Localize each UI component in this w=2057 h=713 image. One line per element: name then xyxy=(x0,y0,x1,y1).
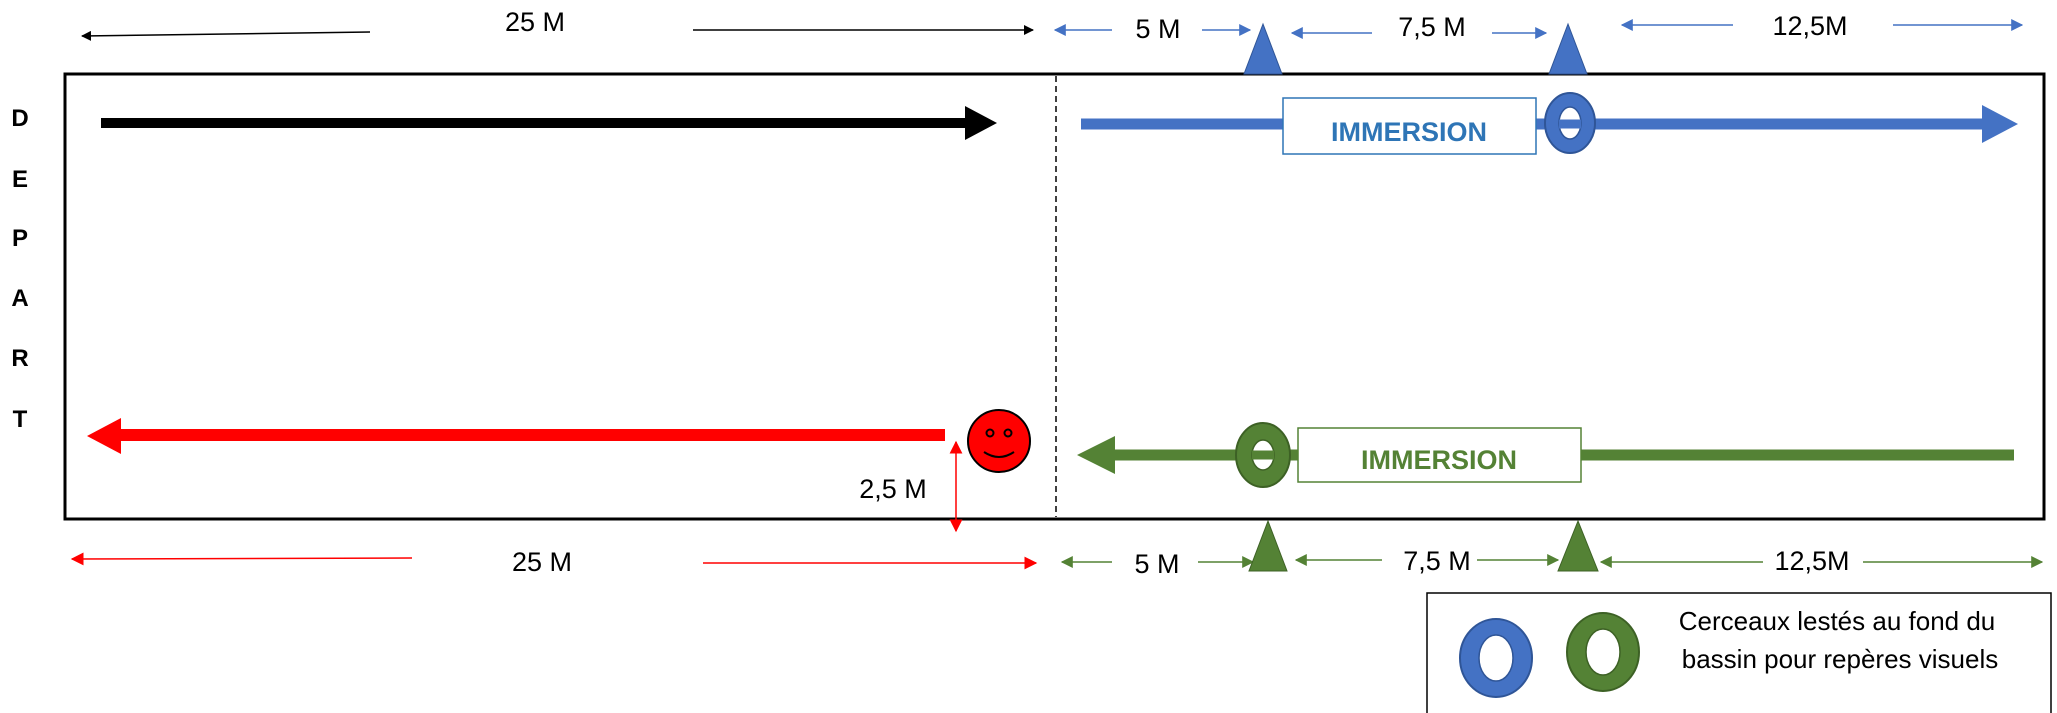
depart-letter: R xyxy=(11,345,28,372)
depart-letter: E xyxy=(12,166,28,193)
bottom-seg3-label: 12,5M xyxy=(1774,546,1849,576)
blue-hoop-icon-hole xyxy=(1478,634,1514,682)
cone-icon xyxy=(1548,22,1588,75)
bottom-dim-arrow-left xyxy=(70,552,413,566)
bottom-immersion-label: IMMERSION xyxy=(1361,445,1517,475)
top-immersion-box xyxy=(1282,97,1537,155)
depart-letter: D xyxy=(11,105,28,132)
pool-outline xyxy=(63,72,2046,521)
lane1-black-arrowhead xyxy=(965,106,997,140)
bottom-seg2-label: 7,5 M xyxy=(1403,546,1471,576)
lane2-red-arrowhead xyxy=(87,418,121,454)
lane2-green-arrowhead xyxy=(1077,436,1115,474)
depart-letter: P xyxy=(12,225,28,252)
offset-label: 2,5 M xyxy=(859,474,927,504)
legend-line2: bassin pour repères visuels xyxy=(1682,644,1999,674)
depart-letter: A xyxy=(11,285,28,312)
cone-icon xyxy=(1248,519,1288,572)
bottom-seg1-label: 5 M xyxy=(1134,549,1179,579)
top-seg1-label: 5 M xyxy=(1135,14,1180,44)
top-immersion-label: IMMERSION xyxy=(1331,117,1487,147)
cone-icon xyxy=(1557,519,1599,572)
lane1-blue-arrowhead xyxy=(1982,105,2018,143)
top-dim-arrow-left xyxy=(81,30,371,41)
bottom-length-label: 25 M xyxy=(512,547,572,577)
green-hoop-icon-hole xyxy=(1585,628,1621,676)
depart-letter: T xyxy=(13,406,28,433)
top-seg3-label: 12,5M xyxy=(1772,11,1847,41)
cone-icon xyxy=(1243,22,1283,75)
smiley-icon xyxy=(967,409,1031,473)
top-length-label: 25 M xyxy=(505,7,565,37)
bottom-immersion-box xyxy=(1297,427,1582,483)
top-seg2-label: 7,5 M xyxy=(1398,12,1466,42)
legend-line1: Cerceaux lestés au fond du xyxy=(1679,606,1996,636)
